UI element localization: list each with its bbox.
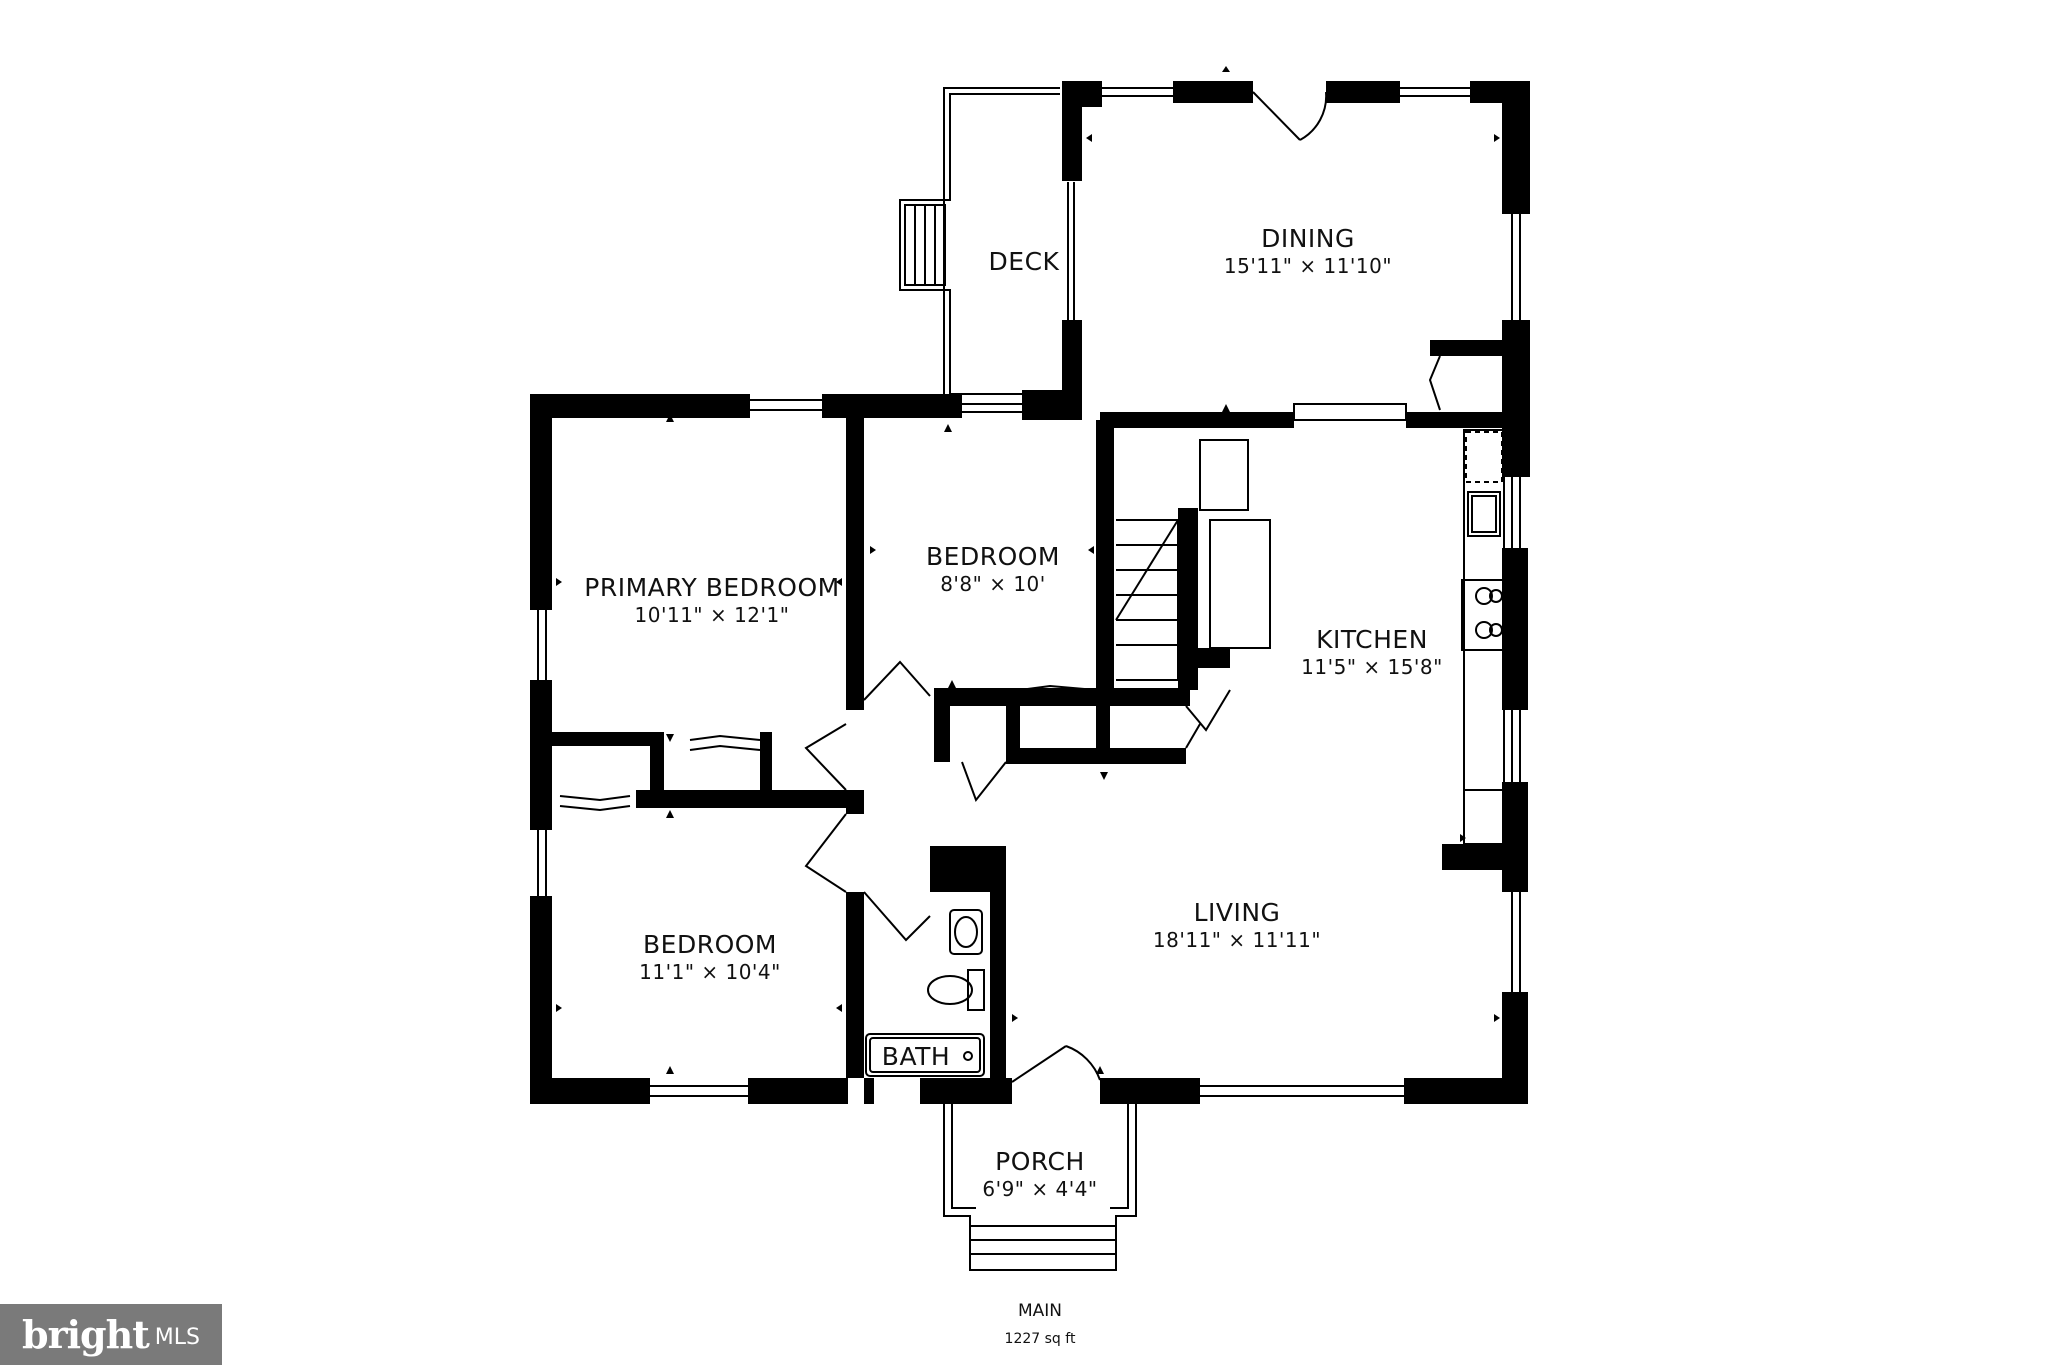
- windows-and-outlines: [537, 87, 1521, 1271]
- living-label: LIVING: [1194, 898, 1281, 927]
- dimension-markers: [556, 66, 1500, 1074]
- bedroom-2-label: BEDROOM: [926, 542, 1060, 571]
- floor-area: 1227 sq ft: [1005, 1331, 1076, 1347]
- room-labels: DECK DINING 15'11" × 11'10" PRIMARY BEDR…: [584, 224, 1443, 1201]
- primary-bedroom-dims: 10'11" × 12'1": [635, 603, 790, 627]
- bedroom-2-dims: 8'8" × 10': [940, 572, 1046, 596]
- dining-dims: 15'11" × 11'10": [1224, 254, 1392, 278]
- living-dims: 18'11" × 11'11": [1153, 928, 1321, 952]
- porch-dims: 6'9" × 4'4": [982, 1177, 1097, 1201]
- floor-caption: MAIN 1227 sq ft: [1005, 1301, 1076, 1347]
- bedroom-3-label: BEDROOM: [643, 930, 777, 959]
- logo-mls-text: MLS: [154, 1325, 200, 1350]
- dining-label: DINING: [1261, 224, 1355, 253]
- bath-label: BATH: [882, 1042, 950, 1071]
- primary-bedroom-label: PRIMARY BEDROOM: [584, 573, 839, 602]
- bright-mls-logo: bright MLS: [0, 1304, 222, 1365]
- porch-label: PORCH: [995, 1147, 1085, 1176]
- logo-brand-text: bright: [22, 1312, 150, 1357]
- walls: [530, 81, 1530, 1104]
- kitchen-dims: 11'5" × 15'8": [1301, 655, 1443, 679]
- bedroom-3-dims: 11'1" × 10'4": [639, 960, 781, 984]
- kitchen-label: KITCHEN: [1316, 625, 1428, 654]
- deck-label: DECK: [989, 247, 1060, 276]
- floor-name: MAIN: [1018, 1301, 1062, 1321]
